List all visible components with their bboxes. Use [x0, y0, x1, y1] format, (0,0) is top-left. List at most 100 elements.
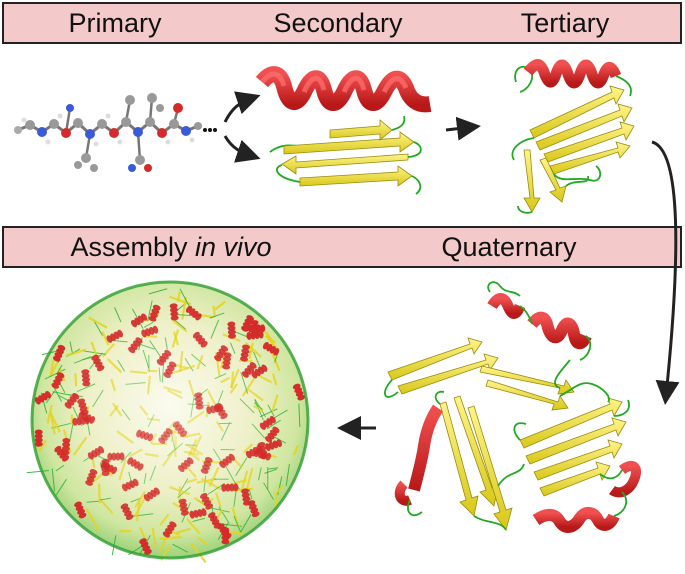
capsid-strand — [135, 498, 141, 522]
capsid-strand — [298, 403, 301, 428]
capsid-strand — [219, 353, 227, 369]
capsid-strand — [109, 404, 119, 417]
capsid-helix — [206, 403, 224, 415]
capsid-strand — [191, 353, 207, 367]
capsid-strand — [179, 288, 192, 310]
capsid-helix — [265, 439, 283, 451]
capsid-helix — [127, 457, 144, 471]
capsid-strand — [159, 535, 182, 540]
capsid-strand — [49, 359, 60, 377]
capsid-helix — [292, 383, 306, 401]
capsid-strand — [161, 360, 165, 383]
capsid-strand — [186, 410, 205, 424]
capsid-helix — [34, 390, 52, 405]
capsid-helix — [91, 354, 105, 372]
capsid-strand — [106, 358, 123, 374]
capsid-strand — [114, 307, 122, 323]
capsid-strand — [138, 343, 155, 350]
capsid-helix — [128, 337, 143, 354]
capsid-strand — [212, 305, 217, 318]
capsid-strand — [170, 431, 176, 450]
capsid-strand — [186, 478, 198, 484]
capsid-strand — [147, 300, 153, 322]
header-primary-label: Primary — [68, 7, 162, 38]
capsid-strand — [85, 508, 100, 531]
capsid-strand — [97, 483, 101, 504]
capsid-strand — [203, 475, 207, 492]
capsid-strand — [58, 394, 69, 401]
capsid-strand — [86, 500, 99, 503]
capsid-strand — [146, 375, 152, 395]
capsid-strand — [192, 517, 206, 522]
capsid-strand — [272, 373, 278, 386]
capsid-helix — [148, 304, 161, 322]
capsid-helix — [120, 503, 134, 521]
capsid-strand — [138, 405, 149, 416]
capsid-helix — [227, 321, 237, 339]
capsid-strand — [116, 430, 134, 444]
capsid-strand — [120, 451, 132, 464]
capsid-helix — [185, 305, 202, 321]
capsid-helix — [251, 364, 268, 379]
capsid-strand — [74, 373, 78, 387]
capsid-helix — [141, 325, 159, 338]
capsid-strand — [128, 448, 143, 458]
capsid-strand — [248, 342, 254, 360]
capsid-strand — [88, 316, 108, 329]
capsid-strand — [218, 506, 230, 524]
capsid-helix — [221, 483, 239, 492]
capsid-helix — [178, 498, 189, 516]
header-quaternary: Quaternary — [338, 226, 682, 268]
capsid-strand — [161, 449, 175, 467]
capsid-strand — [190, 542, 207, 563]
capsid-strand — [149, 433, 158, 445]
capsid-helix — [158, 428, 173, 444]
capsid-strand — [254, 399, 267, 418]
capsid-strand — [263, 482, 274, 500]
capsid-strand — [118, 459, 127, 481]
capsid-helix — [177, 457, 194, 473]
capsid-helix — [163, 361, 177, 379]
capsid-strand — [172, 364, 196, 375]
capsid-strand — [111, 402, 123, 417]
capsid-strand — [99, 497, 112, 501]
capsid-strand — [66, 348, 87, 357]
capsid-strand — [240, 470, 249, 493]
capsid-strand — [229, 383, 238, 394]
capsid-strand — [38, 439, 47, 452]
capsid-strand — [151, 527, 157, 549]
capsid-strand — [231, 507, 240, 528]
quaternary-trimer — [384, 281, 642, 533]
capsid-helix — [192, 331, 208, 348]
capsid-helix — [121, 478, 139, 492]
capsid-strand — [207, 390, 217, 406]
tertiary-fold — [511, 59, 635, 214]
capsid-helix — [61, 438, 71, 456]
alpha-helix — [255, 66, 432, 113]
capsid-strand — [209, 312, 225, 319]
header-assembly: Assembly in vivo — [2, 226, 340, 268]
capsid-strand — [190, 395, 195, 418]
capsid-helix — [214, 345, 229, 362]
capsid-strand — [262, 328, 273, 341]
capsid-helix — [241, 488, 251, 506]
capsid-helix — [143, 487, 160, 502]
capsid-strand — [176, 291, 181, 302]
capsid-strand — [146, 417, 161, 422]
capsid-strand — [46, 404, 53, 424]
capsid-strand — [214, 300, 226, 311]
capsid-strand — [241, 376, 256, 397]
capsid-strand — [245, 341, 263, 358]
capsid-helix — [85, 469, 98, 486]
header-tertiary: Tertiary — [450, 2, 682, 44]
capsid-helix — [259, 415, 276, 430]
capsid-strand — [172, 543, 189, 553]
capsid-helix — [219, 453, 236, 469]
capsid-strand — [208, 466, 220, 488]
capsid-strand — [215, 420, 224, 432]
capsid-strand — [186, 443, 204, 456]
header-tertiary-label: Tertiary — [520, 7, 610, 38]
capsid-strand — [173, 319, 187, 330]
capsid-strand — [183, 450, 200, 456]
